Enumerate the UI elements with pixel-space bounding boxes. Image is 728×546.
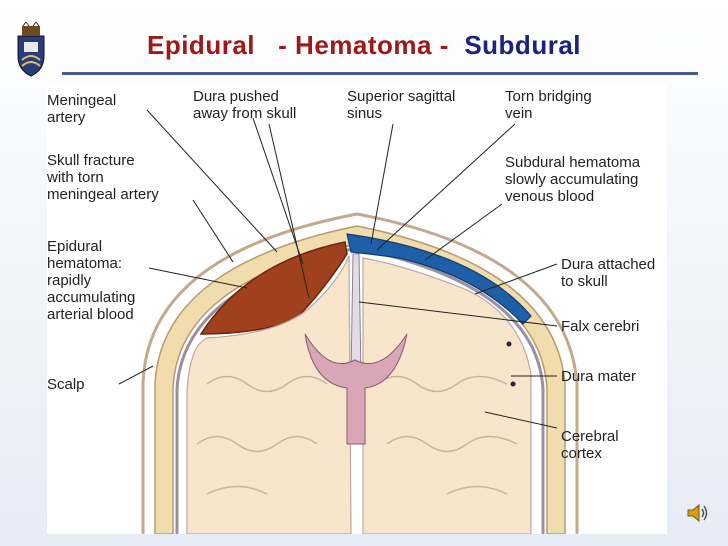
skull [154, 225, 566, 534]
label-dura-pushed: Dura pushed away from skull [193, 88, 297, 122]
gyri [196, 375, 518, 495]
title-underline [62, 72, 698, 75]
subdural-hematoma [346, 233, 532, 325]
right-hemisphere [362, 257, 532, 534]
label-dura-mater: Dura mater [561, 368, 637, 385]
label-scalp: Scalp [47, 376, 85, 393]
label-subdural-hematoma: Subdural hematoma slowly accumulating ve… [505, 154, 641, 205]
title-subdural: Subdural [464, 30, 581, 60]
label-cerebral-cortex: Cerebral cortex [561, 428, 619, 462]
epidural-hematoma [199, 241, 348, 335]
title-epidural: Epidural [146, 30, 255, 60]
diagram-panel: Meningeal artery Dura pushed away from s… [47, 84, 667, 534]
speaker-icon[interactable] [686, 502, 710, 524]
title-hematoma: - Hematoma - [278, 30, 449, 60]
label-superior-sagittal-sinus: Superior sagittal sinus [347, 88, 456, 122]
university-crest-icon [14, 21, 48, 78]
label-dura-attached: Dura attached to skull [561, 256, 656, 290]
brain-cross-section-diagram [118, 109, 579, 534]
falx-cerebri [350, 253, 362, 375]
label-torn-bridging-vein: Torn bridging vein [505, 88, 592, 122]
label-epidural-hematoma: Epidural hematoma: rapidly accumulating … [47, 238, 136, 323]
scalp-outline [141, 212, 579, 534]
label-falx-cerebri: Falx cerebri [561, 318, 640, 335]
leader-lines [118, 109, 558, 429]
left-hemisphere [186, 255, 352, 534]
label-meningeal-artery: Meningeal artery [47, 92, 117, 126]
label-skull-fracture: Skull fracture with torn meningeal arter… [47, 152, 159, 203]
ventricles [304, 333, 408, 445]
slide-title: Epidural - Hematoma - Subdural [0, 30, 728, 61]
